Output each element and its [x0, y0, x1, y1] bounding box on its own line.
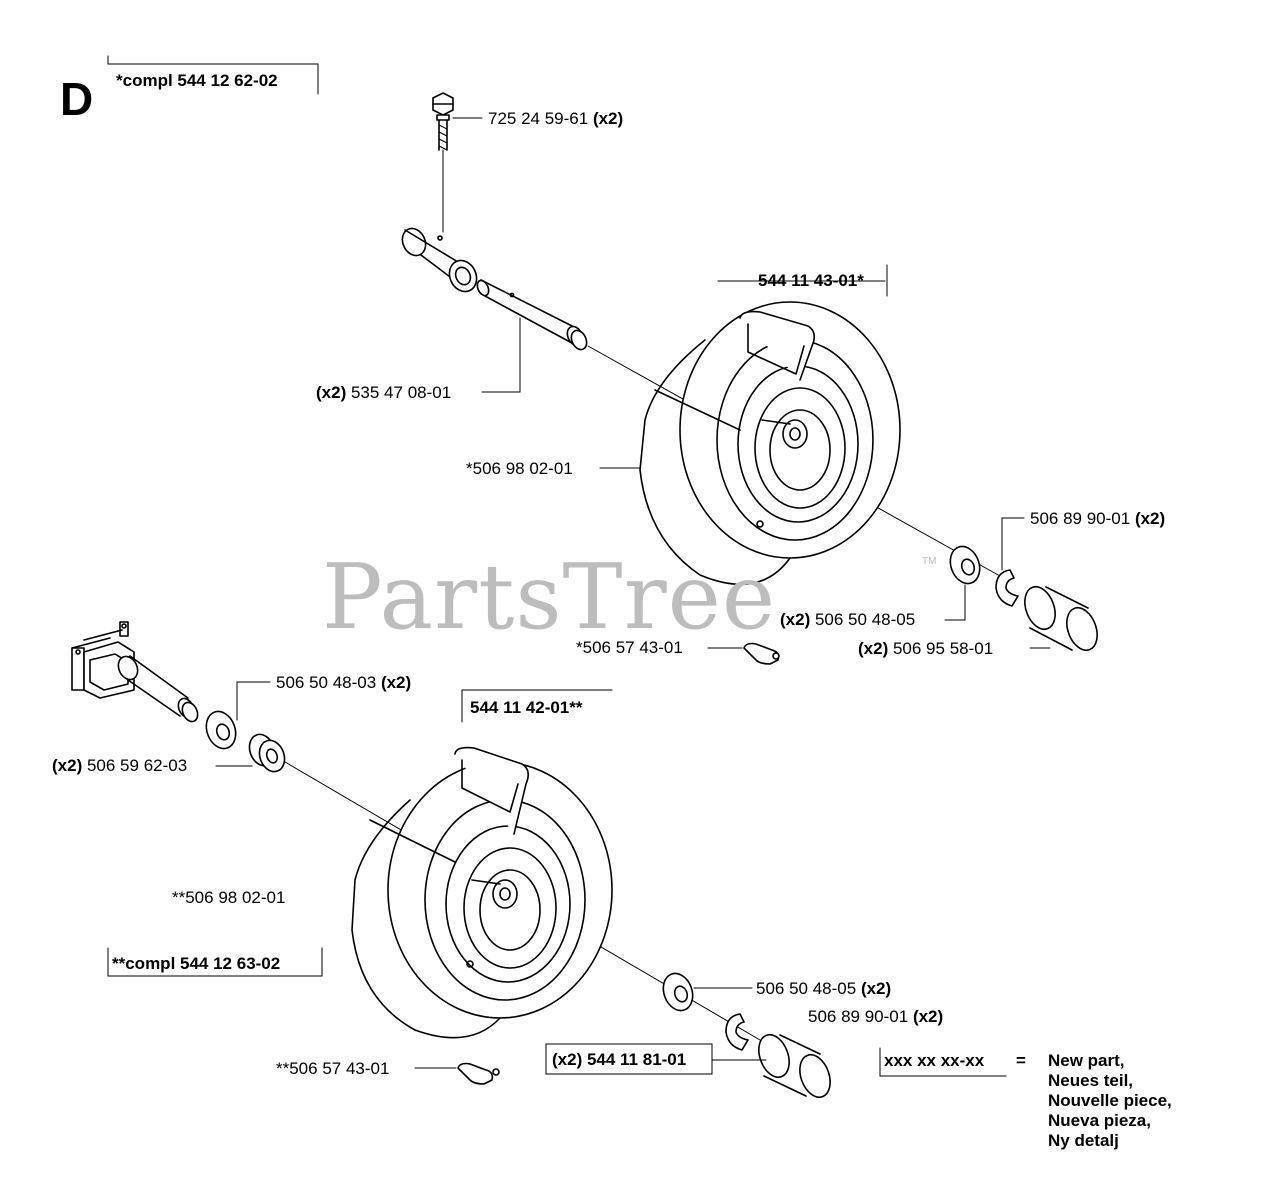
part-qty: (x2): [780, 610, 811, 629]
legend-line: Neues teil,: [1048, 1071, 1134, 1090]
top-wheel-assembly-label[interactable]: 544 11 43-01*: [758, 271, 864, 290]
tire-top-callout[interactable]: *506 98 02-01: [466, 459, 573, 479]
part-number: 506 95 58-01: [892, 639, 994, 658]
section-letter: D: [60, 73, 94, 125]
grease-bottom-callout[interactable]: **506 57 43-01: [276, 1059, 389, 1079]
part-number: 535 47 08-01: [350, 383, 452, 402]
part-number: 506 50 48-05: [756, 979, 857, 998]
grease-nipple-bottom[interactable]: [457, 1062, 500, 1085]
cap-top[interactable]: [1019, 583, 1102, 655]
washer-shaft-callout[interactable]: 506 50 48-03 (x2): [276, 673, 411, 693]
top-assembly-label[interactable]: *compl 544 12 62-02: [116, 71, 278, 90]
bottom-assembly-label[interactable]: **compl 544 12 63-02: [112, 954, 281, 973]
part-number: 506 59 62-03: [86, 756, 188, 775]
washer-top[interactable]: [945, 542, 984, 587]
washer-bottom-callout[interactable]: 506 50 48-05 (x2): [756, 979, 891, 999]
watermark-tm: TM: [922, 556, 937, 567]
part-qty: (x2): [1134, 509, 1166, 528]
legend-line: Nueva pieza,: [1048, 1111, 1151, 1130]
part-number: *506 98 02-01: [466, 459, 573, 478]
grease-nipple-top[interactable]: [743, 642, 780, 665]
axle-callout[interactable]: (x2) 535 47 08-01: [316, 383, 451, 403]
part-number: *506 57 43-01: [576, 638, 683, 657]
part-qty: (x2): [860, 979, 892, 998]
bushing-part[interactable]: [245, 731, 288, 775]
axle-part[interactable]: [475, 279, 589, 352]
clip-bottom[interactable]: [725, 1013, 749, 1051]
part-qty: (x2): [912, 1007, 944, 1026]
cap-top-callout[interactable]: (x2) 506 95 58-01: [858, 639, 993, 659]
part-number: **506 57 43-01: [276, 1059, 390, 1078]
bolt-part[interactable]: [432, 92, 454, 233]
bracket-shaft-part[interactable]: [71, 621, 201, 724]
axle-kit-label[interactable]: (x2) 544 11 81-01: [552, 1050, 687, 1069]
part-qty: (x2): [380, 673, 412, 692]
bolt-callout[interactable]: 725 24 59-61 (x2): [488, 109, 623, 129]
part-qty: (x2): [52, 756, 83, 775]
part-qty: (x2): [858, 639, 889, 658]
clip-bottom-callout[interactable]: 506 89 90-01 (x2): [808, 1007, 943, 1027]
washer-bottom[interactable]: [658, 969, 697, 1014]
clip-top-callout[interactable]: 506 89 90-01 (x2): [1030, 509, 1165, 529]
sleeve-part[interactable]: [398, 225, 481, 296]
legend-line: New part,: [1048, 1051, 1125, 1070]
part-number: 506 89 90-01: [1030, 509, 1131, 528]
legend-code: xxx xx xx-xx: [884, 1051, 985, 1070]
cap-bottom[interactable]: [753, 1031, 835, 1102]
watermark: PartsTree: [322, 545, 777, 650]
part-number: 506 50 48-03: [276, 673, 377, 692]
legend-line: Nouvelle piece,: [1048, 1091, 1172, 1110]
part-number: 506 50 48-05: [814, 610, 916, 629]
part-qty: (x2): [316, 383, 347, 402]
wheel-top[interactable]: [639, 301, 901, 586]
wheel-bottom[interactable]: [351, 746, 613, 1039]
bushing-callout[interactable]: (x2) 506 59 62-03: [52, 756, 187, 776]
part-number: 725 24 59-61: [488, 109, 589, 128]
part-number: **506 98 02-01: [172, 888, 286, 907]
tire-bottom-callout[interactable]: **506 98 02-01: [172, 888, 285, 908]
legend-equals: =: [1016, 1051, 1026, 1070]
washer-top-callout[interactable]: (x2) 506 50 48-05: [780, 610, 915, 630]
washer-shaft[interactable]: [201, 707, 240, 752]
legend-text: New part, Neues teil, Nouvelle piece, Nu…: [1048, 1051, 1172, 1151]
part-number: 506 89 90-01: [808, 1007, 909, 1026]
legend-line: Ny detalj: [1048, 1131, 1119, 1150]
grease-top-callout[interactable]: *506 57 43-01: [576, 638, 683, 658]
part-qty: (x2): [592, 109, 624, 128]
clip-top[interactable]: [995, 569, 1019, 607]
bottom-wheel-assembly-label[interactable]: 544 11 42-01**: [470, 698, 583, 717]
